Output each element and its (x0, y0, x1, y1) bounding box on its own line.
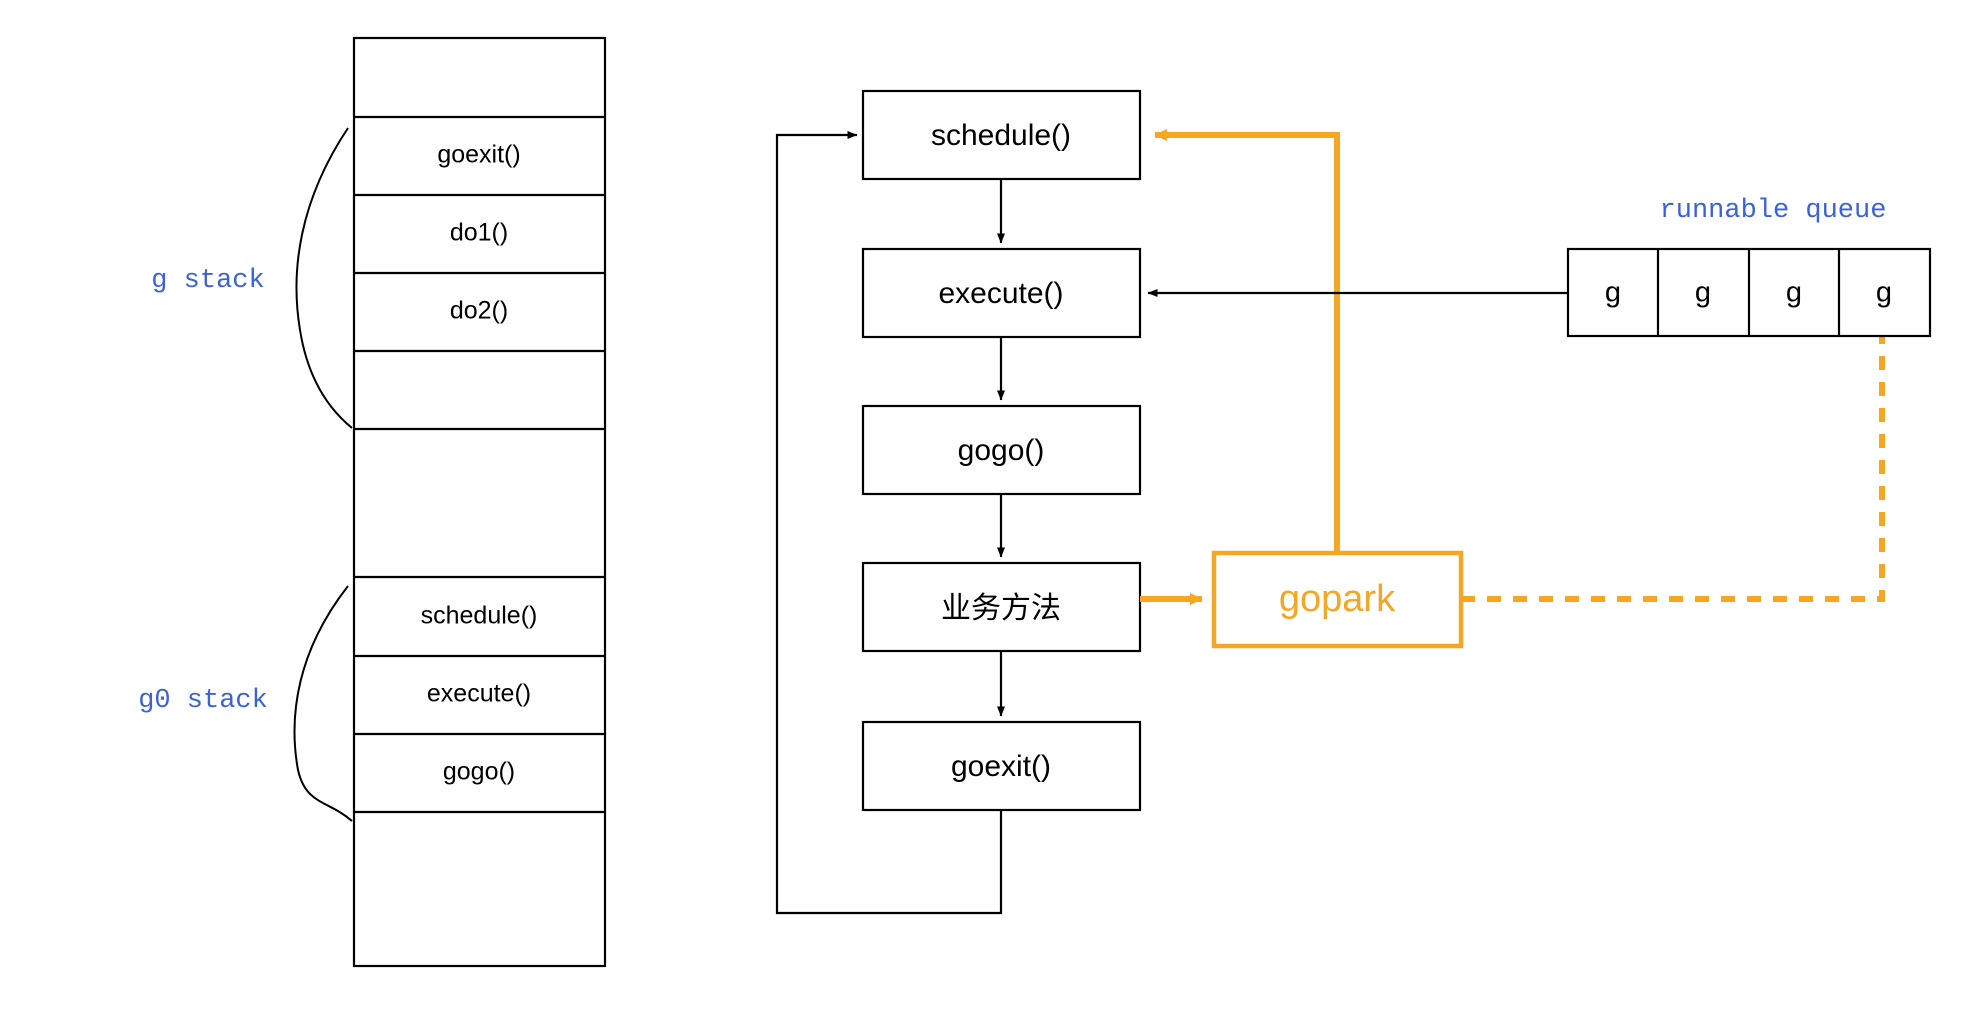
queue-item-0: g (1605, 277, 1621, 309)
stack-outline (352, 36, 607, 968)
queue-item-2: g (1786, 277, 1802, 309)
flow-node-gogo-label: gogo() (958, 434, 1045, 467)
flow-node-goexit-label: goexit() (951, 750, 1051, 783)
g0-stack-label: g0 stack (138, 686, 268, 716)
connector-goexit-schedule-loop (775, 131, 1003, 915)
runnable-queue-title: runnable queue (1660, 196, 1887, 226)
gopark-label: gopark (1279, 578, 1396, 620)
queue-item-3: g (1876, 277, 1892, 309)
flow-node-schedule[interactable] (861, 89, 1142, 181)
flowchart: schedule() execute() gogo() 业务方法 goexit(… (775, 89, 1142, 915)
g-stack-brace (295, 127, 353, 429)
stack-cell-3-label: do2() (450, 297, 508, 325)
gopark-node[interactable] (1211, 550, 1464, 649)
flow-node-business-label: 业务方法 (941, 592, 1061, 625)
stack-cell-7-label: execute() (427, 680, 531, 708)
runnable-queue: runnable queue g g g g (1147, 196, 1932, 338)
flow-node-execute-label: execute() (938, 277, 1063, 310)
stack-cell-8-label: gogo() (443, 758, 515, 786)
stack-cell-2-label: do1() (450, 219, 508, 247)
flow-node-schedule-label: schedule() (931, 119, 1071, 152)
stack-cell-6-label: schedule() (421, 602, 538, 630)
stack-cell-1-label: goexit() (437, 141, 520, 169)
g-stack-label: g stack (151, 266, 264, 296)
connector-gopark-queue-dashed (1461, 337, 1885, 602)
queue-item-1: g (1695, 277, 1711, 309)
g0-stack-brace (293, 585, 353, 822)
connector-gopark-schedule (1154, 129, 1340, 553)
stack-panel: goexit() do1() do2() schedule() execute(… (138, 36, 607, 968)
gopark-group: gopark (1140, 129, 1885, 649)
